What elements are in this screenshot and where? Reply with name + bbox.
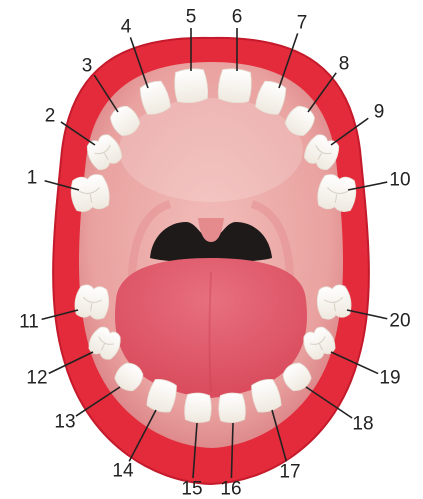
tooth-number-12: 12: [26, 368, 47, 389]
tooth-number-15: 15: [181, 479, 202, 499]
tooth-number-5: 5: [186, 7, 197, 28]
tooth-crown: [217, 67, 253, 104]
tooth-6: [217, 67, 253, 104]
tooth-number-2: 2: [45, 106, 56, 127]
tooth-number-8: 8: [339, 54, 350, 75]
tooth-15: [184, 392, 212, 423]
tooth-number-11: 11: [19, 312, 39, 333]
tooth-number-6: 6: [232, 7, 243, 28]
tooth-number-1: 1: [27, 168, 38, 189]
tooth-crown: [184, 392, 212, 423]
tooth-number-19: 19: [379, 368, 400, 389]
tooth-number-13: 13: [54, 412, 75, 433]
tooth-number-9: 9: [374, 102, 385, 123]
tooth-16: [218, 392, 246, 423]
tooth-crown: [218, 392, 246, 423]
tooth-number-3: 3: [82, 56, 93, 77]
tooth-number-16: 16: [220, 479, 241, 499]
tooth-5: [173, 67, 209, 104]
tooth-number-10: 10: [389, 170, 410, 191]
tooth-number-20: 20: [389, 311, 410, 332]
tooth-number-17: 17: [279, 462, 300, 483]
tooth-number-7: 7: [297, 13, 308, 34]
tooth-number-18: 18: [352, 414, 373, 435]
tooth-number-4: 4: [121, 17, 132, 38]
tooth-crown: [173, 67, 209, 104]
tooth-number-14: 14: [112, 461, 134, 482]
